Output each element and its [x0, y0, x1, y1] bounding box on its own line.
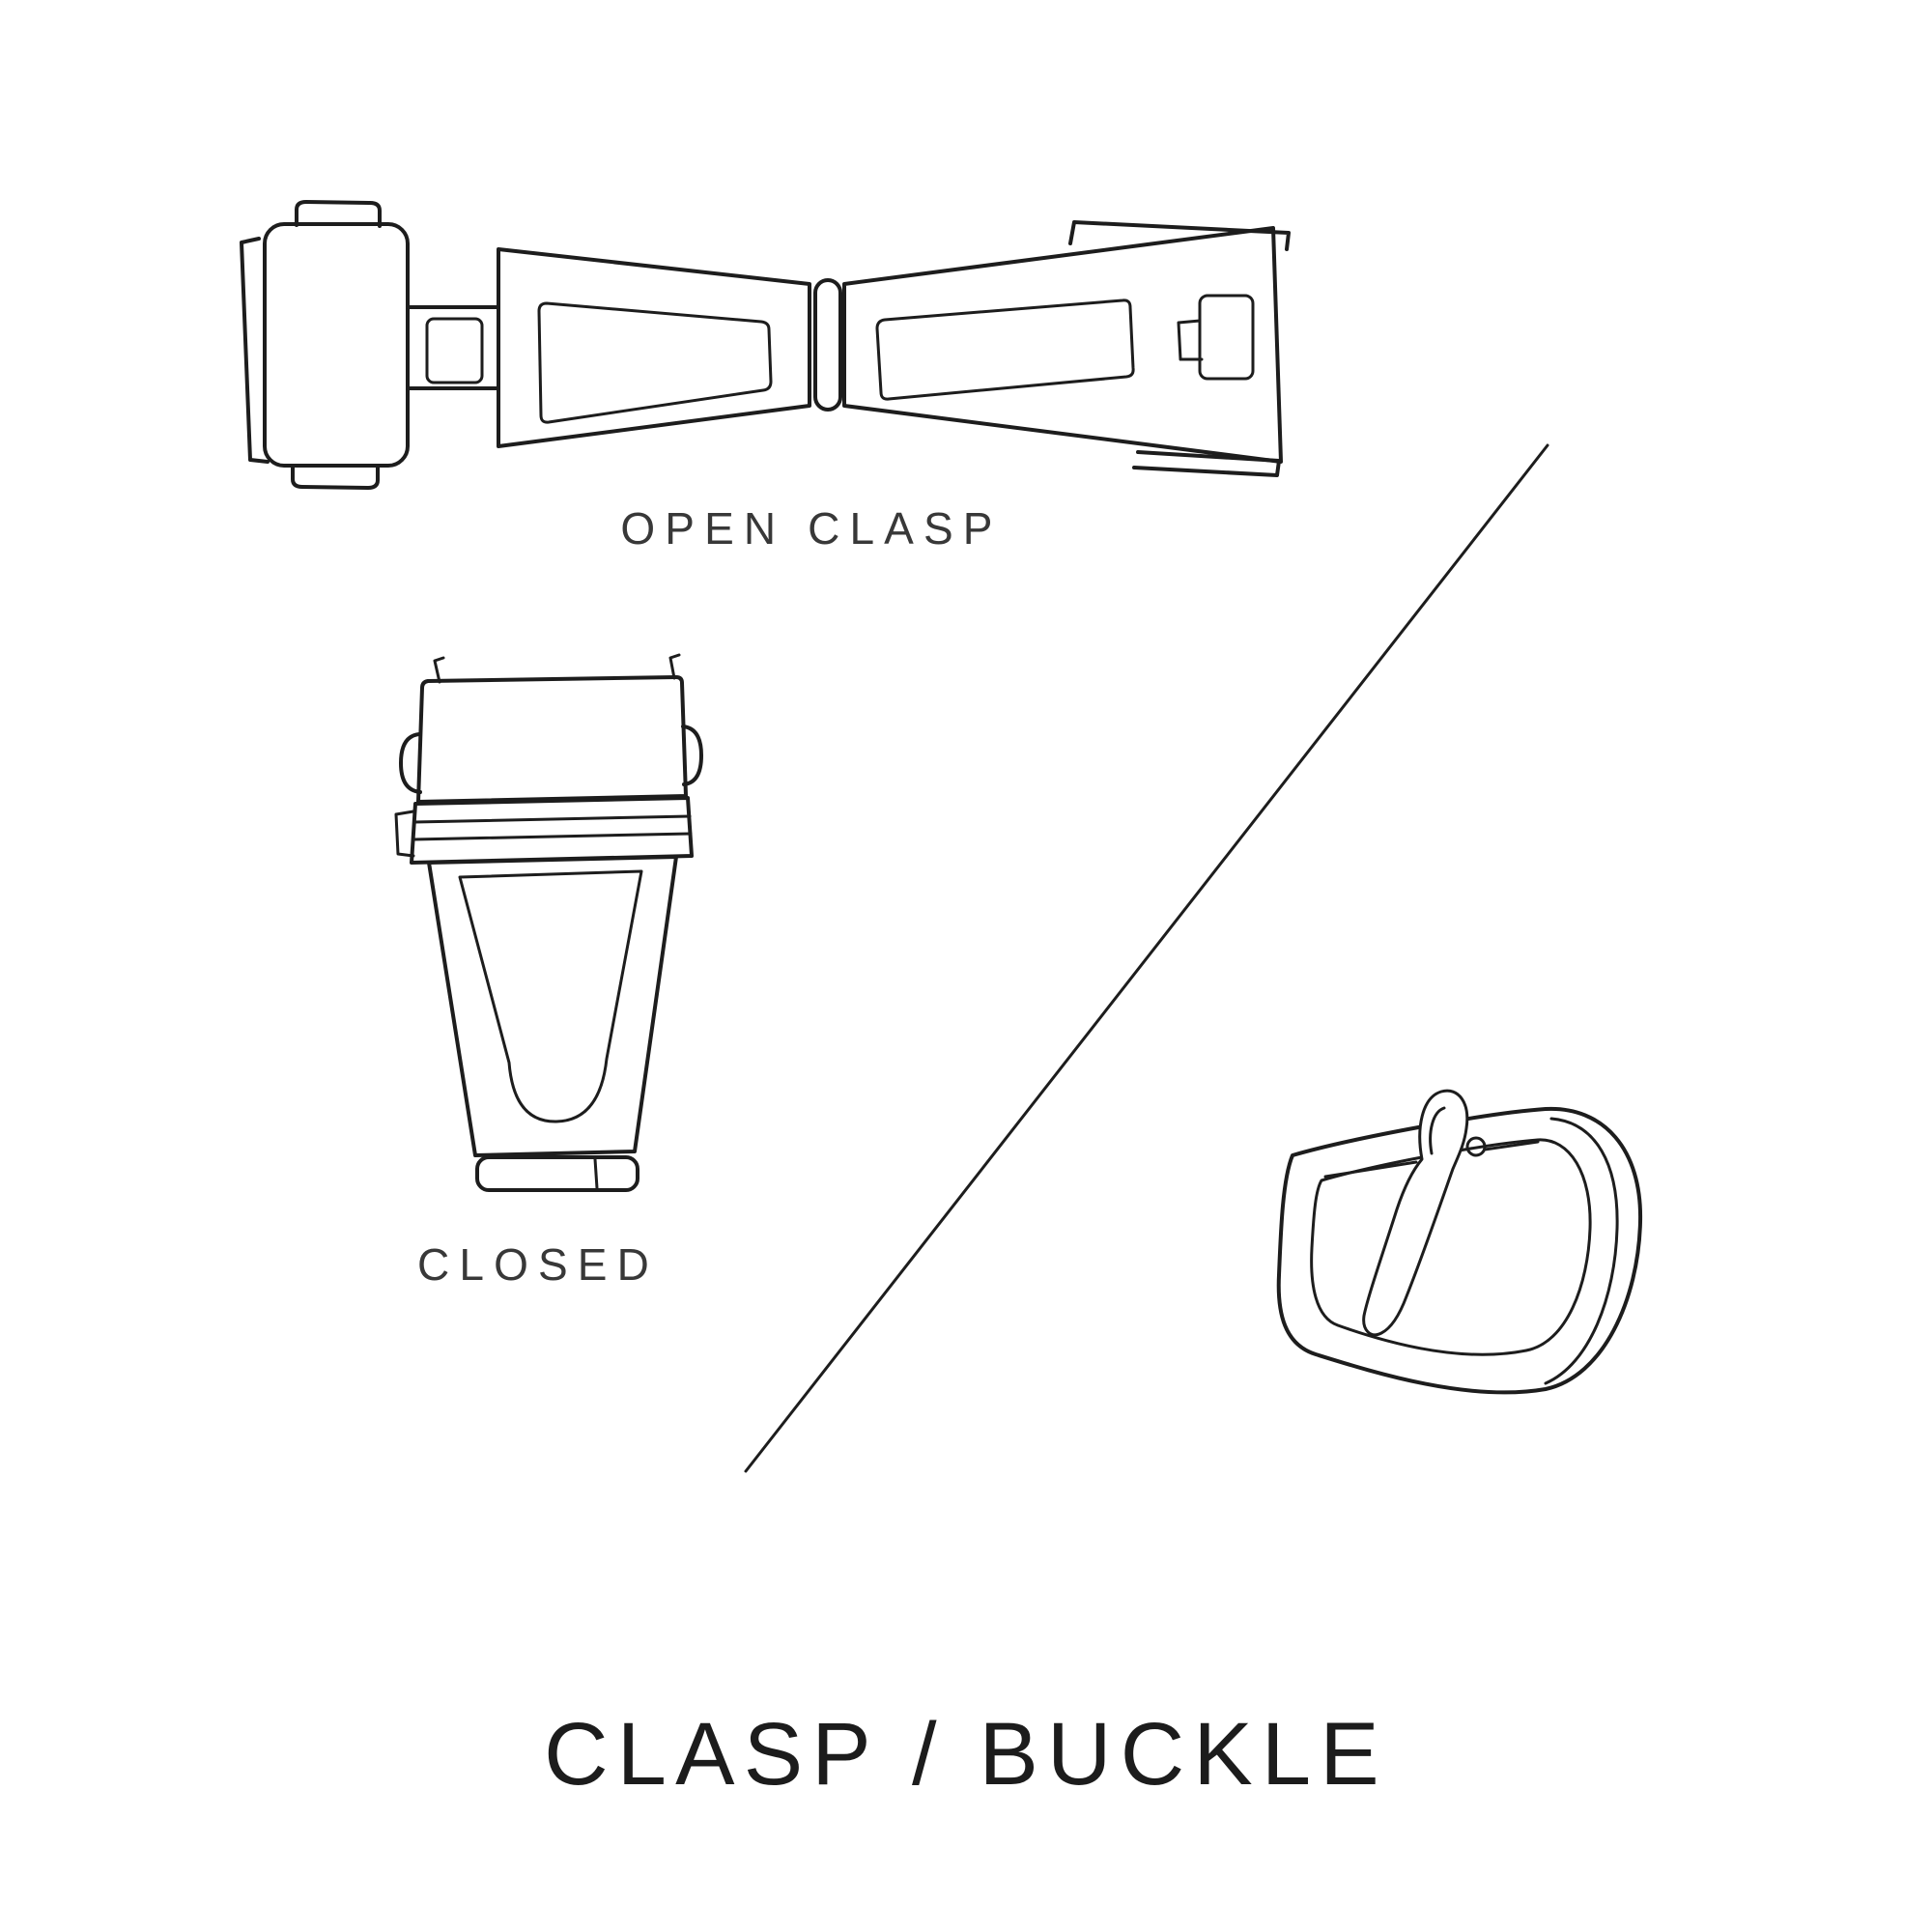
open-clasp-illustration	[240, 200, 1291, 490]
closed-inner-window	[458, 869, 643, 1123]
buckle-inner-opening	[1310, 1138, 1592, 1356]
clasp-left-window	[537, 301, 773, 424]
clasp-end-strip	[240, 237, 270, 464]
buckle-right-bar-contour	[1544, 1117, 1619, 1385]
clasp-catch-bracket	[1177, 319, 1204, 361]
buckle-tang-loop-contour	[1429, 1106, 1446, 1155]
clasp-end-bottom-tab	[291, 464, 380, 490]
buckle-illustration	[1276, 1089, 1643, 1395]
clasp-left-blade	[497, 247, 811, 448]
closed-band-line-1	[412, 814, 692, 824]
buckle-tang	[1362, 1089, 1469, 1337]
divider-line	[744, 443, 1549, 1473]
closed-band-line-2	[412, 832, 693, 841]
closed-right-prong	[668, 653, 681, 680]
buckle-spring-bar	[1323, 1140, 1540, 1179]
closed-clasp-illustration	[394, 653, 703, 1192]
closed-left-prong	[433, 656, 445, 684]
closed-left-ear	[399, 732, 422, 794]
closed-hinge-band	[410, 796, 694, 865]
clasp-hinge	[813, 278, 842, 412]
closed-right-ear	[681, 724, 703, 786]
clasp-end-top-tab	[295, 200, 382, 228]
closed-top-box	[416, 675, 688, 804]
clasp-pusher-hole	[425, 317, 484, 384]
closed-clasp-label: CLOSED	[417, 1239, 659, 1290]
closed-cap-tick	[593, 1157, 599, 1190]
buckle-spring-bar-ring	[1465, 1136, 1487, 1157]
clasp-top-flange	[1068, 220, 1291, 251]
closed-bottom-cap	[475, 1155, 639, 1192]
clasp-bottom-flange	[1132, 450, 1281, 477]
clasp-right-window	[875, 298, 1135, 401]
open-clasp-label: OPEN CLASP	[620, 503, 1003, 554]
clasp-end-box	[263, 222, 410, 468]
diagram-title: CLASP / BUCKLE	[544, 1705, 1388, 1804]
clasp-right-blade	[842, 226, 1283, 464]
closed-body	[427, 855, 678, 1157]
clasp-tongue	[406, 305, 500, 390]
buckle-outer-frame	[1276, 1106, 1643, 1395]
closed-band-notch	[394, 810, 415, 858]
clasp-end-hole	[1198, 294, 1255, 381]
